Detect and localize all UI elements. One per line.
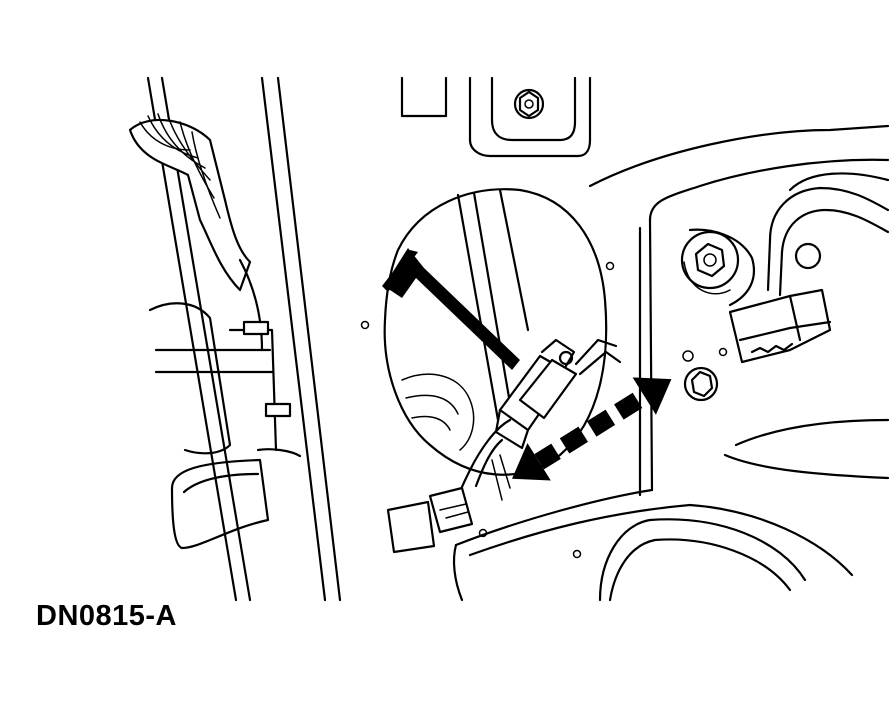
inner-door-panel	[452, 124, 889, 602]
latch-bolt	[680, 230, 740, 295]
wiring-loom	[128, 113, 264, 352]
harness-connector-lower	[386, 486, 474, 554]
mounting-holes	[360, 261, 728, 559]
figure-id-label: DN0815-A	[36, 600, 177, 632]
door-latch	[688, 172, 889, 307]
dashed-double-arrow	[511, 377, 672, 481]
latch-connector	[728, 288, 832, 364]
panel-bolt	[683, 366, 719, 402]
target-connector	[494, 338, 622, 450]
solid-pointer-arrow	[382, 248, 520, 370]
door-trim-left	[148, 302, 302, 550]
upper-bracket	[400, 76, 592, 158]
top-bolt	[513, 88, 545, 120]
